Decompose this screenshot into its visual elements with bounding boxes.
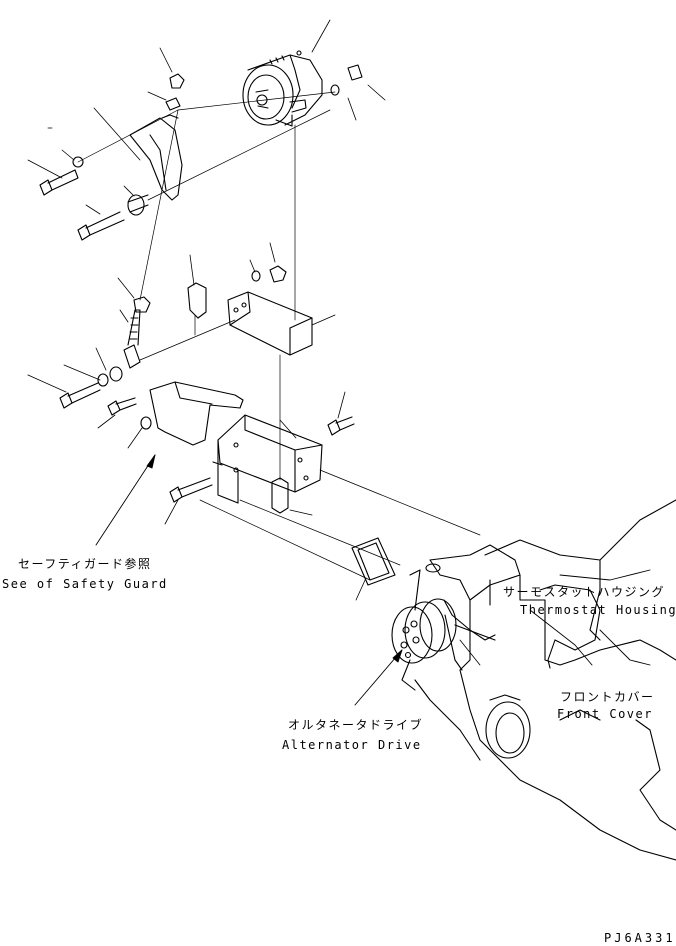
gasket — [351, 537, 396, 586]
safety-guard-label-jp: セーフティガード参照 — [18, 557, 152, 571]
callout-arrows — [95, 454, 651, 706]
alternator — [242, 50, 323, 127]
leader-lines — [27, 19, 481, 666]
drawing-code: PJ6A331 — [604, 931, 676, 945]
alternator-drive-label-jp: オルタネータドライブ — [288, 718, 424, 732]
front-cover-label-en: Front Cover — [557, 707, 653, 721]
front-cover-label-jp: フロントカバー — [560, 690, 655, 704]
alternator-drive-pulley — [391, 569, 496, 691]
fasteners — [39, 64, 363, 514]
thermostat-housing — [539, 584, 601, 669]
engine-front — [414, 499, 676, 861]
alignment-lines — [77, 91, 481, 581]
support-bracket — [212, 414, 323, 504]
alternator-drive-label-en: Alternator Drive — [282, 738, 422, 752]
front-cover — [485, 694, 531, 759]
mounting-bracket — [227, 291, 313, 356]
thermostat-label-jp: サーモスタットハウジング — [503, 585, 666, 599]
thermostat-label-en: Thermostat Housing — [520, 603, 676, 617]
adjust-link — [123, 309, 141, 369]
safety-guard — [149, 381, 244, 446]
safety-guard-label-en: See of Safety Guard — [2, 577, 168, 591]
